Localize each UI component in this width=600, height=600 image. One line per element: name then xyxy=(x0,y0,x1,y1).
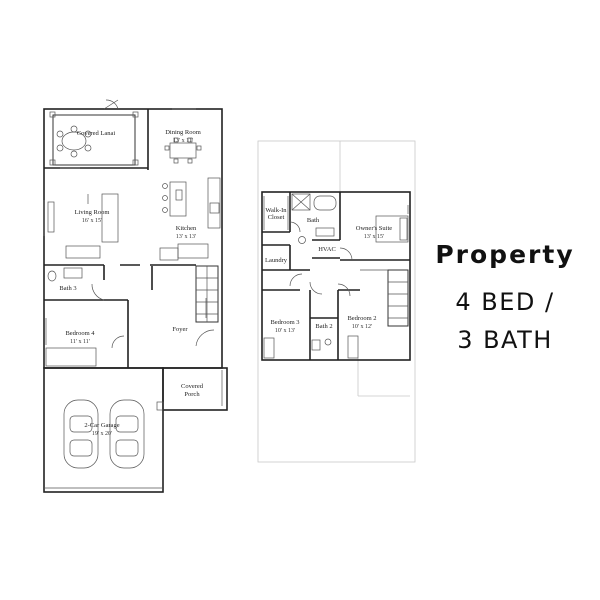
car-left xyxy=(63,399,99,469)
room-label-laundry: Laundry xyxy=(265,257,288,264)
room-label-owners-suite: Owner's Suite xyxy=(356,225,392,232)
second-floor-plan xyxy=(257,140,416,463)
stairs-upper xyxy=(387,269,409,327)
room-dim-living-room: 16' x 15' xyxy=(82,218,102,224)
room-label-covered-porch: Covered xyxy=(181,383,204,390)
garage-outline xyxy=(43,367,164,493)
lower-level-ghost-outline xyxy=(257,140,416,463)
bed xyxy=(45,347,97,367)
room-label-bath-3: Bath 3 xyxy=(59,285,76,292)
room-label-living-room: Living Room xyxy=(75,209,110,216)
listing-title: Property xyxy=(435,240,575,269)
bed-count-text: 4 BED / xyxy=(455,288,555,316)
bath-count-text: 3 BATH xyxy=(457,326,553,354)
room-dim-bedroom-4: 11' x 11' xyxy=(70,339,90,345)
room-label-foyer: Foyer xyxy=(172,326,188,333)
room-dim-kitchen: 13' x 13' xyxy=(176,234,196,240)
room-label-bath: Bath xyxy=(307,217,320,224)
room-label-kitchen: Kitchen xyxy=(176,225,197,232)
owners-bed xyxy=(375,215,409,243)
room-label-bedroom-2: Bedroom 2 xyxy=(347,315,376,322)
room-label-bath-2: Bath 2 xyxy=(315,323,332,330)
room-dim-owners-suite: 13' x 15' xyxy=(364,234,384,240)
room-dim-bedroom-2: 10' x 12' xyxy=(352,324,372,330)
kitchen-counter xyxy=(207,177,221,229)
second-floor-outline xyxy=(261,191,411,361)
car-right xyxy=(109,399,145,469)
room-label-covered-porch-2: Porch xyxy=(184,391,200,398)
room-label-bedroom-4: Bedroom 4 xyxy=(65,330,95,337)
room-label-dining-room: Dining Room xyxy=(165,129,201,136)
room-label-walk-in-closet: Walk-In xyxy=(265,207,287,214)
dining-table xyxy=(169,142,197,159)
room-label-bedroom-3: Bedroom 3 xyxy=(270,319,299,326)
room-label-garage: 2-Car Garage xyxy=(84,422,119,429)
room-dim-bedroom-3: 10' x 13' xyxy=(275,328,295,334)
room-label-hvac: HVAC xyxy=(318,246,336,253)
room-label-covered-lanai: Covered Lanai xyxy=(77,130,116,137)
sofa xyxy=(101,193,119,243)
room-label-walk-in-closet-2: Closet xyxy=(268,214,285,221)
room-dim-garage: 19' x 20' xyxy=(92,431,112,437)
first-floor-plan xyxy=(43,99,228,493)
kitchen-island xyxy=(169,181,187,217)
room-dim-dining-room: 13' x 11' xyxy=(173,138,193,144)
